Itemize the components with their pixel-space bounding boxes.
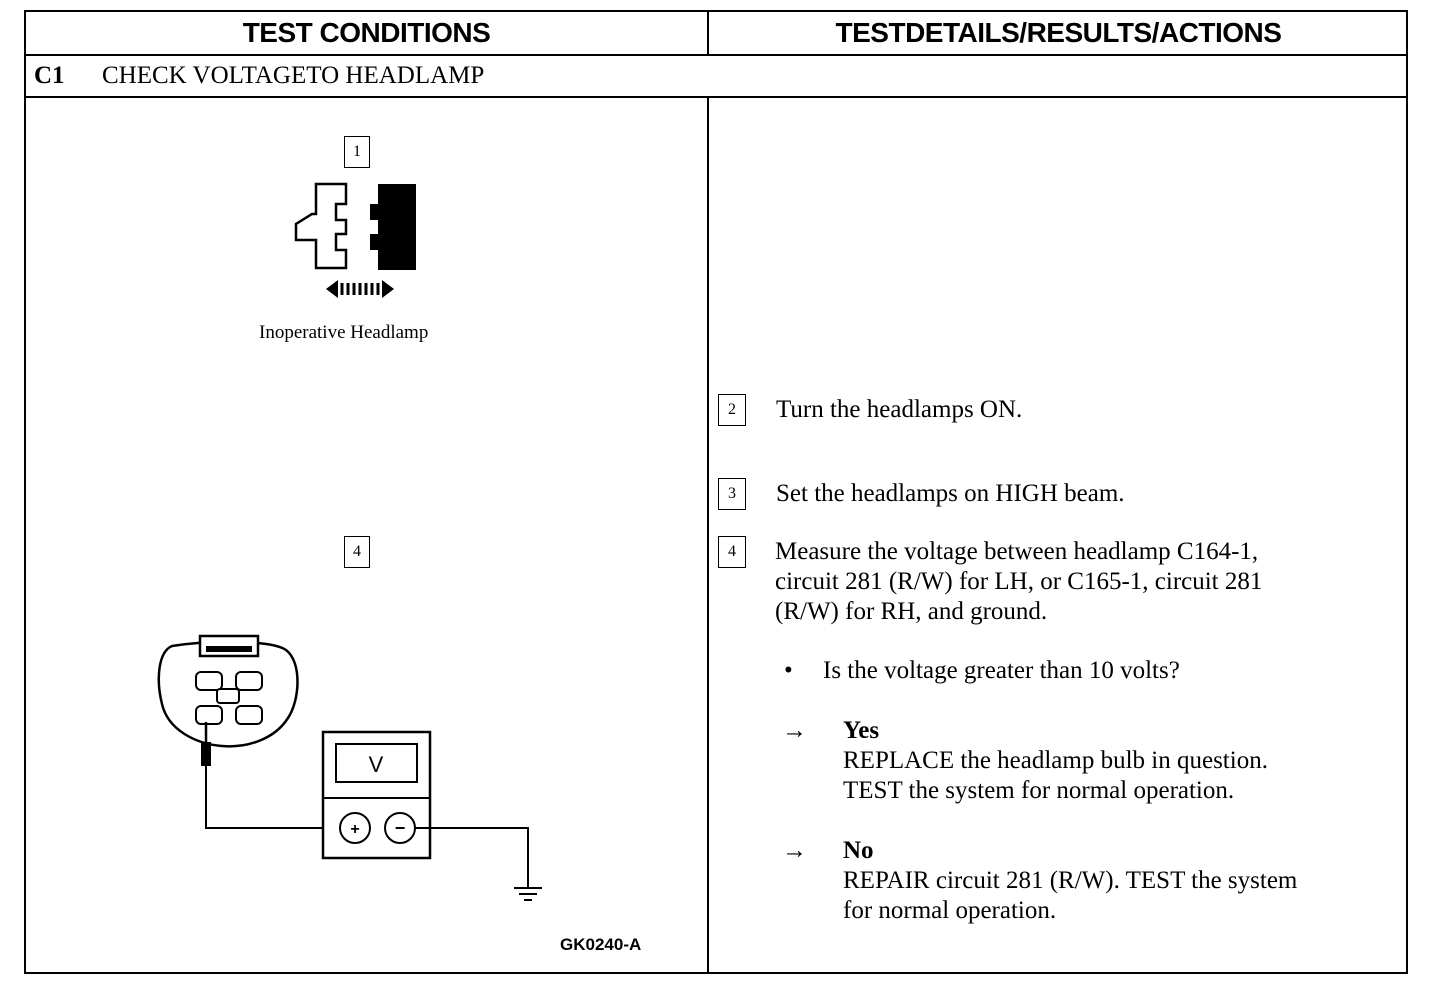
step-2-text: Turn the headlamps ON.	[776, 396, 1023, 423]
answer-yes-line: REPLACE the headlamp bulb in question.	[843, 747, 1268, 774]
figure-caption: Inoperative Headlamp	[259, 322, 429, 343]
section-row: C1 CHECK VOLTAGETO HEADLAMP	[26, 56, 1406, 96]
answer-no-line: REPAIR circuit 281 (R/W). TEST the syste…	[843, 867, 1298, 894]
answer-no-label: No	[843, 837, 874, 864]
step-number-4: 4	[718, 536, 746, 568]
step-4-text: Measure the voltage between headlamp C16…	[775, 537, 1262, 627]
column-divider	[707, 12, 709, 56]
step-4-line: Measure the voltage between headlamp C16…	[775, 538, 1259, 565]
figure-code: GK0240-A	[560, 935, 642, 954]
answer-no: No REPAIR circuit 281 (R/W). TEST the sy…	[843, 836, 1297, 926]
meter-symbol: V	[369, 752, 384, 777]
step-4-line: circuit 281 (R/W) for LH, or C165-1, cir…	[775, 568, 1263, 595]
meter-plus: +	[350, 821, 359, 838]
answer-no-line: for normal operation.	[843, 897, 1057, 924]
step-number-2: 2	[718, 394, 746, 426]
answer-yes-line: TEST the system for normal operation.	[843, 777, 1235, 804]
step-4-line: (R/W) for RH, and ground.	[775, 598, 1048, 625]
step-number-1: 1	[344, 136, 370, 168]
divider	[26, 54, 1406, 56]
question-text: Is the voltage greater than 10 volts?	[823, 657, 1180, 684]
step-3-text: Set the headlamps on HIGH beam.	[776, 480, 1125, 507]
step-number-4-figure: 4	[344, 536, 370, 568]
answer-yes: Yes REPLACE the headlamp bulb in questio…	[843, 716, 1268, 806]
answer-yes-arrow: →	[782, 717, 807, 744]
header-test-details: TESTDETAILS/RESULTS/ACTIONS	[835, 17, 1282, 48]
meter-minus: −	[395, 818, 406, 838]
header-test-conditions: TEST CONDITIONS	[242, 17, 491, 48]
step-number-3: 3	[718, 478, 746, 510]
question-bullet: •	[784, 657, 793, 684]
answer-yes-label: Yes	[843, 717, 880, 744]
section-title: CHECK VOLTAGETO HEADLAMP	[102, 62, 485, 89]
divider	[26, 96, 1406, 98]
column-divider	[707, 98, 709, 974]
test-table: TEST CONDITIONS TESTDETAILS/RESULTS/ACTI…	[24, 10, 1408, 974]
answer-no-arrow: →	[782, 837, 807, 864]
section-id: C1	[34, 62, 65, 89]
